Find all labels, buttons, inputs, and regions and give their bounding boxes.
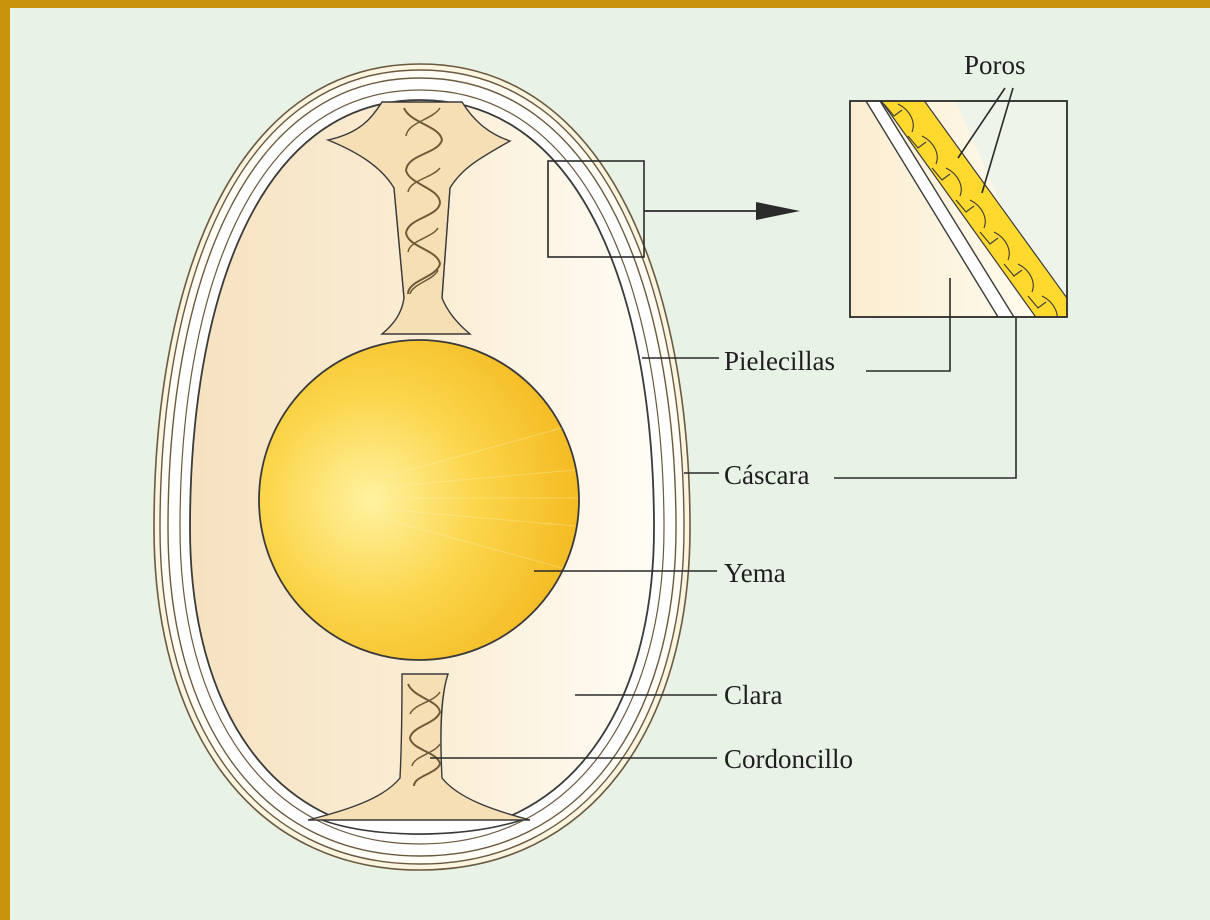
arrow-head (756, 202, 800, 220)
egg-diagram (10, 8, 1210, 920)
label-poros: Poros (964, 52, 1026, 79)
label-cordoncillo: Cordoncillo (724, 746, 853, 773)
label-yema: Yema (724, 560, 786, 587)
label-clara: Clara (724, 682, 782, 709)
diagram-panel: Poros Pielecillas Cáscara Yema Clara Cor… (10, 8, 1210, 920)
cascara-pointer-inset (834, 318, 1016, 478)
label-cascara: Cáscara (724, 462, 809, 489)
label-pielecillas: Pielecillas (724, 348, 835, 375)
shell-inset (850, 88, 1090, 338)
yolk (259, 340, 579, 660)
